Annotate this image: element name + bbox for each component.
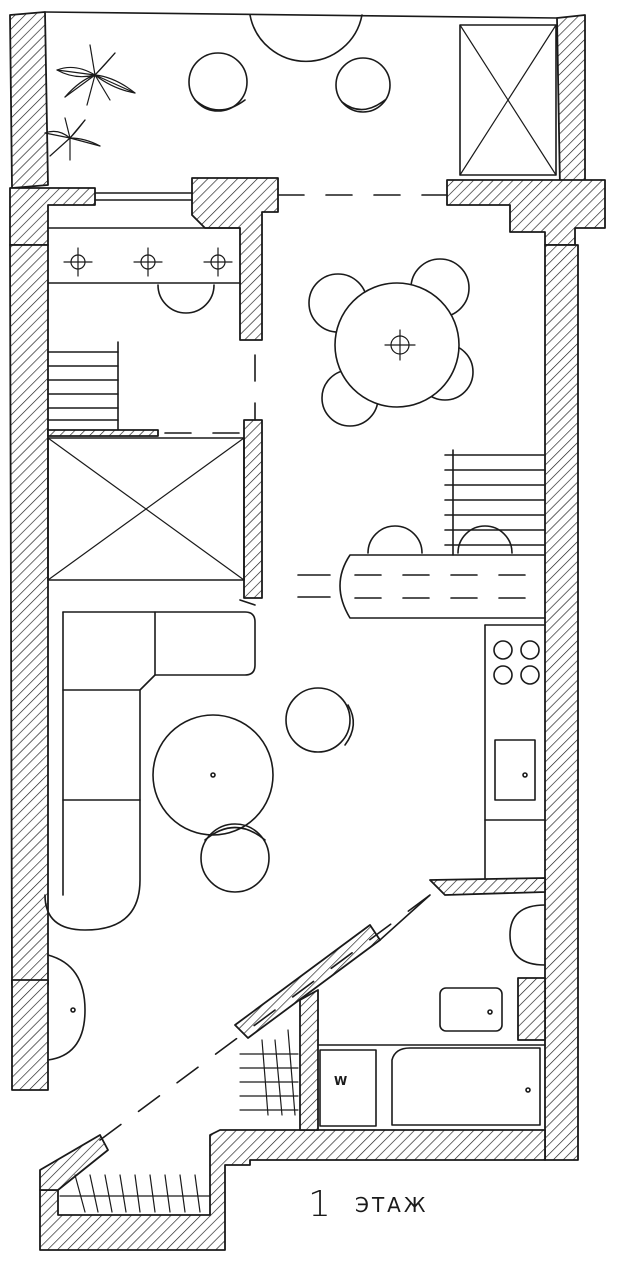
washer-label: W	[334, 1074, 348, 1088]
main-stair	[444, 449, 546, 556]
side-table	[200, 823, 270, 893]
terrace-void	[459, 24, 557, 176]
door-swing	[157, 284, 215, 314]
shoe-rack	[239, 1029, 299, 1116]
terrace	[44, 11, 558, 201]
wall-top-middle	[191, 177, 279, 341]
bathroom	[59, 894, 546, 1213]
terrace-right-wall	[556, 14, 586, 189]
floor-number: 1	[308, 1184, 331, 1225]
terrace-chair	[335, 57, 391, 113]
ceiling-light-icon	[384, 329, 416, 361]
floor-word: ЭТАЖ	[355, 1193, 429, 1217]
wall-bottom-left-corner	[39, 1134, 109, 1191]
interior-stair	[47, 341, 159, 437]
bathtub	[391, 1047, 541, 1126]
bottom-exterior-wall	[39, 1129, 546, 1251]
plant-icon	[44, 117, 101, 161]
walls	[9, 11, 606, 1251]
bar-stool	[367, 525, 423, 554]
entry-zone	[47, 227, 256, 581]
washing-machine	[319, 1049, 377, 1127]
pouf	[285, 687, 351, 753]
plant-icon	[56, 44, 136, 106]
coffee-table	[152, 714, 274, 836]
dining-area	[297, 258, 546, 619]
armchair	[47, 954, 86, 1061]
stair-void	[47, 437, 245, 581]
toilet	[439, 987, 503, 1032]
ceiling-light-icon	[203, 247, 233, 277]
kitchen	[484, 624, 546, 879]
wardrobe-rail	[59, 1174, 211, 1213]
left-lower-wall	[11, 979, 49, 1091]
bathroom-top-wall	[429, 877, 546, 896]
terrace-left-wall	[9, 11, 49, 189]
right-exterior-wall	[544, 244, 579, 1161]
cooktop	[493, 640, 540, 685]
terrace-chair	[188, 52, 248, 112]
sofa	[44, 611, 256, 931]
kitchen-sink	[494, 739, 536, 801]
ceiling-light-icon	[63, 247, 93, 277]
floor-title: 1 ЭТАЖ	[300, 1185, 470, 1225]
wall-top-left-stub	[9, 187, 96, 246]
ceiling-light-icon	[133, 247, 163, 277]
wall-top-right-stub	[446, 179, 606, 246]
left-exterior-wall	[9, 244, 49, 986]
living-area	[44, 599, 355, 1061]
bathroom-right-wall	[517, 977, 546, 1041]
terrace-table	[249, 14, 363, 63]
bathroom-partition	[299, 989, 319, 1131]
bathroom-sink	[509, 904, 546, 966]
partition-wall-void	[243, 419, 263, 599]
bar-counter	[339, 554, 546, 619]
bar-stool	[457, 525, 513, 554]
